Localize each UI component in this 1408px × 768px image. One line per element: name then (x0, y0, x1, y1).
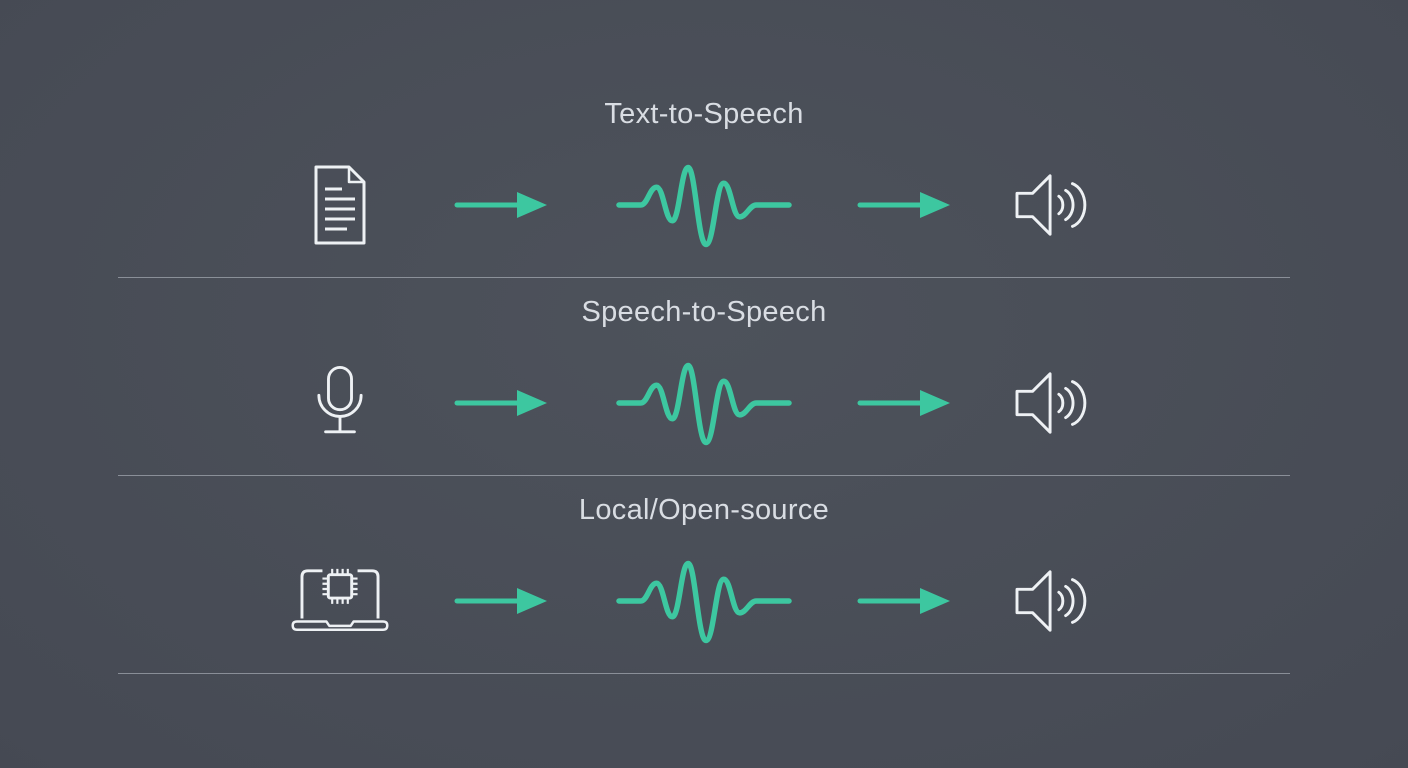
laptop-chip-icon (291, 562, 389, 640)
waveform-icon (615, 158, 793, 253)
row-title: Speech-to-Speech (581, 296, 827, 328)
row-local-open-source: Local/Open-source (118, 476, 1290, 674)
arrow-right-icon (454, 387, 550, 419)
waveform-icon (615, 356, 793, 451)
arrow-right-icon (857, 387, 953, 419)
arrow-right-icon (454, 189, 550, 221)
arrow-right-icon (857, 189, 953, 221)
speaker-icon (1014, 367, 1092, 439)
row-speech-to-speech: Speech-to-Speech (118, 278, 1290, 476)
document-icon (313, 164, 367, 246)
row-text-to-speech: Text-to-Speech (118, 80, 1290, 278)
arrow-right-icon (454, 585, 550, 617)
microphone-icon (316, 365, 364, 442)
waveform-icon (615, 554, 793, 649)
arrow-right-icon (857, 585, 953, 617)
speaker-icon (1014, 169, 1092, 241)
row-title: Text-to-Speech (604, 98, 804, 130)
speaker-icon (1014, 565, 1092, 637)
row-title: Local/Open-source (578, 494, 830, 526)
rows-wrapper: Text-to-Speech Spee (118, 80, 1290, 674)
